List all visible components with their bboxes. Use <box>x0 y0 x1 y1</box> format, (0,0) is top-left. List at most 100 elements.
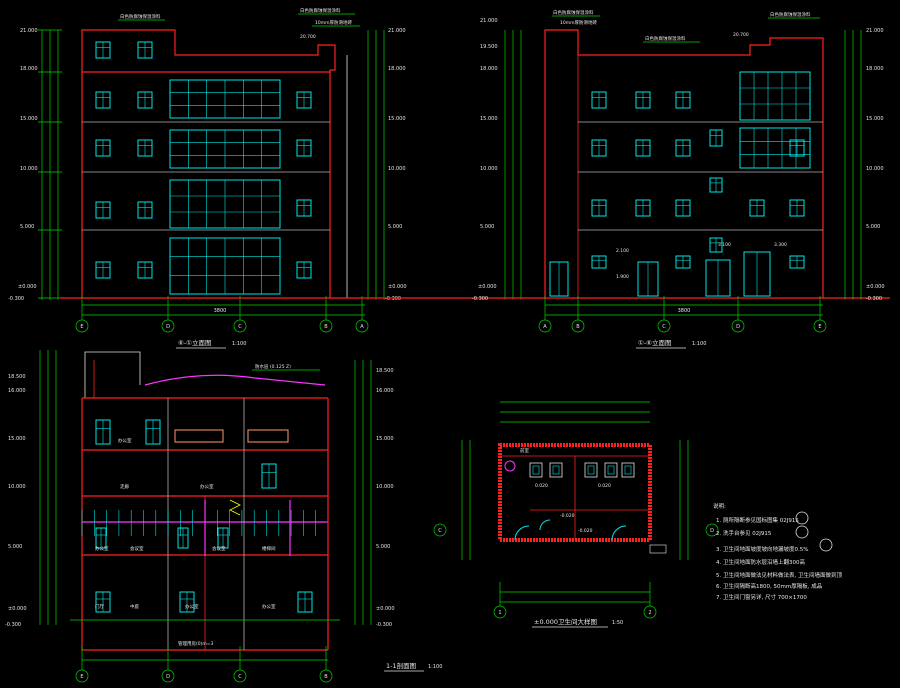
axis-bubble <box>75 319 89 333</box>
fe-lvl-l-0: 21.000 <box>20 28 38 34</box>
fe-lvl-r-6: -0.300 <box>385 296 401 302</box>
axis-label: E <box>80 324 83 330</box>
door-swing <box>514 525 530 541</box>
sec-bottom-note: 管理用房(0)m=3 <box>178 640 214 647</box>
sec-lvl-l-2: 15.000 <box>8 436 26 442</box>
re-door-mark-2: 3.100 <box>718 242 731 248</box>
toilet-stall <box>621 462 635 478</box>
note-item-2: 2. 洗手台参见 02J915 <box>716 529 772 537</box>
sec-lvl-r-5: ±0.000 <box>376 606 395 612</box>
fe-note-4: 10mm厚防滑地砖 <box>315 19 352 26</box>
axis-bubble <box>813 319 827 333</box>
fe-title: ⑥-①立面图 <box>178 338 212 347</box>
axis-label: A <box>543 324 547 330</box>
railing <box>247 429 289 443</box>
fe-lvl-l-6: -0.300 <box>8 296 24 302</box>
sec-room-10: 办公室 <box>262 603 276 610</box>
axis-label: C <box>662 324 666 330</box>
fe-lvl-r-1: 18.000 <box>388 66 406 72</box>
fe-lvl-r-3: 10.000 <box>388 166 406 172</box>
axis-label: 2 <box>648 610 651 616</box>
axis-bubble <box>493 605 507 619</box>
sec-room-8: 中庭 <box>130 603 139 610</box>
plan-scale: 1:50 <box>612 620 623 626</box>
axis-label: D <box>166 674 170 680</box>
axis-bubble <box>731 319 745 333</box>
re-lvl-r-6: ±0.000 <box>866 284 885 290</box>
re-door-mark-4: 1.900 <box>616 274 629 280</box>
fe-lvl-r-0: 21.000 <box>388 28 406 34</box>
fe-scale: 1:100 <box>232 341 246 347</box>
re-note-3: 20.700 <box>733 32 749 38</box>
toilet-stall <box>529 462 543 478</box>
axis-label: B <box>324 674 328 680</box>
stair-mark <box>229 499 241 516</box>
sec-room-9: 办公室 <box>185 603 199 610</box>
rear-elevation: 3800 白色防腐蚀保温涂料 白色防腐蚀保温涂料 20.700 白色防腐蚀保温涂… <box>60 9 890 349</box>
railing <box>174 429 224 443</box>
sec-lvl-r-3: 10.000 <box>376 484 394 490</box>
re-scale: 1:100 <box>692 341 706 347</box>
curtain-wall <box>739 71 811 121</box>
toilet-fixture <box>624 465 632 475</box>
re-door-mark-3: 3.300 <box>774 242 787 248</box>
axis-bubble <box>319 319 333 333</box>
axis-bubble <box>657 319 671 333</box>
axis-label: B <box>576 324 580 330</box>
plan-label-2: 0.020 <box>598 483 611 489</box>
fe-lvl-l-5: ±0.000 <box>18 284 37 290</box>
sec-lvl-l-6: -0.300 <box>5 622 21 628</box>
re-lvl-l-6: ±0.000 <box>478 284 497 290</box>
fe-note-1: 白色防腐蚀保温涂料 <box>120 13 161 20</box>
re-lvl-l-0: 21.000 <box>480 18 498 24</box>
re-lvl-r-0: 21.000 <box>866 28 884 34</box>
section-1-1: 防水层 (0.125 Z) 办公室 走廊 办公室 办公室 会议室 会议室 楼梯间… <box>5 350 442 683</box>
fe-lvl-r-2: 15.000 <box>388 116 406 122</box>
plan-label-0: 前室 <box>520 447 529 454</box>
toilet-stall <box>549 462 563 478</box>
axis-bubble <box>233 669 247 683</box>
re-lvl-r-4: 10.000 <box>866 166 884 172</box>
axis-label: C <box>438 528 442 534</box>
axis-label: 1 <box>498 610 501 616</box>
door-swing <box>611 525 627 541</box>
sec-title: 1-1剖面图 <box>386 661 416 670</box>
re-total-dim: 3800 <box>678 308 691 314</box>
axis-label: D <box>736 324 740 330</box>
toilet-stall <box>584 462 598 478</box>
re-lvl-r-7: -0.300 <box>866 296 882 302</box>
re-note-2: 白色防腐蚀保温涂料 <box>770 11 811 18</box>
toilet-fixture <box>587 465 595 475</box>
re-note-1: 白色防腐蚀保温涂料 <box>553 9 594 16</box>
axis-label: D <box>710 528 714 534</box>
note-item-7: 7. 卫生间门窗另详, 尺寸 700×1700 <box>716 593 807 601</box>
sec-room-2: 办公室 <box>200 483 214 490</box>
note-item-4: 4. 卫生间地面防水层沿墙上翻300高 <box>716 558 805 566</box>
plan-title: ±0.000卫生间大样图 <box>534 617 597 626</box>
sec-room-1: 走廊 <box>120 483 129 490</box>
sec-lvl-l-3: 10.000 <box>8 484 26 490</box>
toilet-fixture <box>552 465 560 475</box>
axis-bubble <box>433 523 447 537</box>
sec-lvl-r-2: 15.000 <box>376 436 394 442</box>
sec-lvl-l-0: 18.500 <box>8 374 26 380</box>
axis-bubble <box>233 319 247 333</box>
axis-label: A <box>360 324 364 330</box>
re-note-4: 白色防腐蚀保温涂料 <box>645 35 686 42</box>
axis-bubble <box>161 669 175 683</box>
axis-bubble <box>705 523 719 537</box>
re-door-mark-1: 2.100 <box>616 248 629 254</box>
note-item-3: 3. 卫生间地面坡度坡向地漏坡度0.5% <box>716 545 808 553</box>
axis-label: E <box>818 324 821 330</box>
note-item-6: 6. 卫生间隔断高1800, 50mm厚隔板, 成品 <box>716 582 823 590</box>
sec-lvl-l-1: 16.000 <box>8 388 26 394</box>
curtain-wall <box>739 127 811 169</box>
fe-lvl-r-4: 5.000 <box>388 224 402 230</box>
note-item-1: 1. 厕所隔断参见国标图集 02J915 <box>716 516 799 524</box>
step <box>649 544 667 554</box>
axis-bubble <box>643 605 657 619</box>
fe-lvl-l-4: 5.000 <box>20 224 34 230</box>
note-item-5: 5. 卫生间地面做法见材料做法表, 卫生间墙面做到顶 <box>716 571 842 579</box>
re-lvl-l-7: -0.300 <box>472 296 488 302</box>
